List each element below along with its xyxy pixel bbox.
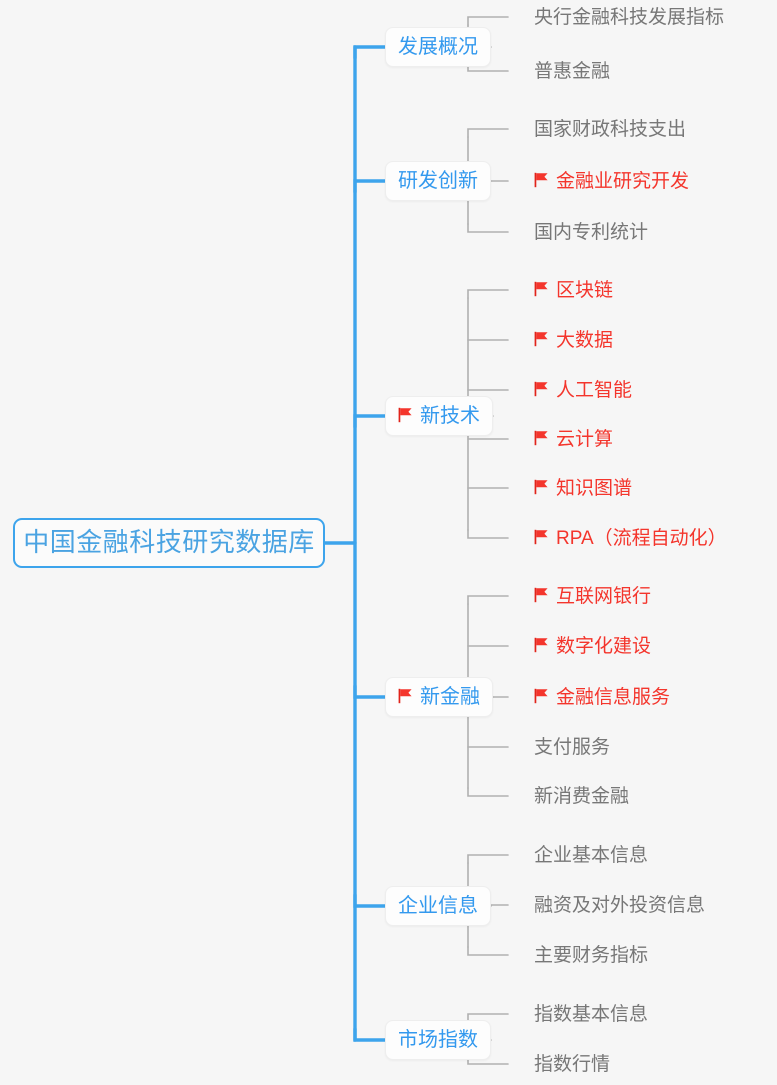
leaf-label: 云计算: [556, 428, 614, 450]
branch-label: 发展概况: [398, 36, 478, 58]
branch-label: 企业信息: [398, 895, 478, 917]
leaf-node-4-2[interactable]: 数字化建设: [534, 633, 651, 659]
leaf-label: 互联网银行: [556, 585, 652, 607]
leaf-node-5-3[interactable]: 主要财务指标: [534, 942, 648, 968]
leaf-label: 金融信息服务: [556, 686, 671, 708]
red-flag-icon: [534, 688, 549, 704]
leaf-label: 指数行情: [534, 1053, 611, 1075]
leaf-node-3-4[interactable]: 云计算: [534, 426, 613, 452]
leaf-label: 国内专利统计: [534, 221, 649, 243]
leaf-node-2-3[interactable]: 国内专利统计: [534, 219, 648, 245]
leaf-label: 区块链: [556, 279, 614, 301]
leaf-node-6-2[interactable]: 指数行情: [534, 1051, 610, 1077]
connector-path: [353, 179, 387, 194]
connector-path: [467, 289, 509, 299]
leaf-label: 大数据: [556, 329, 614, 351]
leaf-label: 数字化建设: [556, 635, 652, 657]
connector-path: [467, 529, 509, 539]
red-flag-icon: [534, 529, 549, 545]
branch-node-6[interactable]: 市场指数: [385, 1020, 491, 1060]
leaf-node-6-1[interactable]: 指数基本信息: [534, 1001, 648, 1027]
red-flag-icon: [534, 331, 549, 347]
branch-label: 市场指数: [398, 1029, 478, 1051]
red-flag-icon: [534, 479, 549, 495]
leaf-node-4-4[interactable]: 支付服务: [534, 734, 610, 760]
red-flag-icon: [534, 172, 549, 188]
leaf-node-1-1[interactable]: 央行金融科技发展指标: [534, 4, 724, 30]
connector-path: [467, 946, 509, 956]
connector-path: [353, 1027, 387, 1042]
leaf-label: 央行金融科技发展指标: [534, 6, 725, 28]
red-flag-icon: [534, 637, 549, 653]
leaf-label: 支付服务: [534, 736, 611, 758]
root-node[interactable]: 中国金融科技研究数据库: [13, 518, 325, 568]
leaf-node-4-5[interactable]: 新消费金融: [534, 783, 629, 809]
leaf-label: 指数基本信息: [534, 1003, 649, 1025]
branch-label: 研发创新: [398, 170, 478, 192]
leaf-label: 主要财务指标: [534, 944, 649, 966]
connector-path: [467, 595, 509, 605]
branch-label: 新技术: [420, 405, 480, 427]
connector-path: [467, 128, 509, 138]
leaf-label: RPA（流程自动化）: [556, 527, 727, 549]
leaf-node-3-5[interactable]: 知识图谱: [534, 475, 632, 501]
leaf-node-5-1[interactable]: 企业基本信息: [534, 842, 648, 868]
leaf-label: 人工智能: [556, 379, 633, 401]
red-flag-icon: [534, 587, 549, 603]
leaf-node-1-2[interactable]: 普惠金融: [534, 58, 610, 84]
leaf-label: 国家财政科技支出: [534, 118, 687, 140]
connector-path: [353, 414, 387, 429]
leaf-label: 知识图谱: [556, 477, 633, 499]
blue-spine-group: [323, 45, 387, 1042]
branch-node-4[interactable]: 新金融: [385, 677, 493, 717]
leaf-node-2-2[interactable]: 金融业研究开发: [534, 168, 689, 194]
red-flag-icon: [534, 430, 549, 446]
leaf-label: 普惠金融: [534, 60, 611, 82]
red-flag-icon: [398, 407, 413, 423]
leaf-node-3-6[interactable]: RPA（流程自动化）: [534, 525, 727, 551]
leaf-label: 企业基本信息: [534, 844, 649, 866]
branch-node-1[interactable]: 发展概况: [385, 27, 491, 67]
leaf-node-3-1[interactable]: 区块链: [534, 277, 613, 303]
red-flag-icon: [534, 281, 549, 297]
branch-node-2[interactable]: 研发创新: [385, 161, 491, 201]
leaf-node-4-1[interactable]: 互联网银行: [534, 583, 651, 609]
connector-path: [353, 45, 387, 60]
connector-path: [353, 893, 387, 908]
connector-path: [467, 854, 509, 864]
leaf-node-4-3[interactable]: 金融信息服务: [534, 684, 670, 710]
leaf-node-2-1[interactable]: 国家财政科技支出: [534, 116, 686, 142]
connector-path: [353, 684, 387, 699]
connector-path: [467, 16, 509, 26]
branch-node-5[interactable]: 企业信息: [385, 886, 491, 926]
branch-node-3[interactable]: 新技术: [385, 396, 493, 436]
root-label: 中国金融科技研究数据库: [23, 528, 315, 557]
branch-label: 新金融: [420, 686, 480, 708]
leaf-node-3-2[interactable]: 大数据: [534, 327, 613, 353]
red-flag-icon: [534, 381, 549, 397]
red-flag-icon: [398, 688, 413, 704]
connector-path: [467, 787, 509, 797]
connector-path: [467, 223, 509, 233]
leaf-node-3-3[interactable]: 人工智能: [534, 377, 632, 403]
leaf-label: 融资及对外投资信息: [534, 894, 706, 916]
leaf-node-5-2[interactable]: 融资及对外投资信息: [534, 892, 705, 918]
leaf-label: 新消费金融: [534, 785, 630, 807]
leaf-label: 金融业研究开发: [556, 170, 690, 192]
